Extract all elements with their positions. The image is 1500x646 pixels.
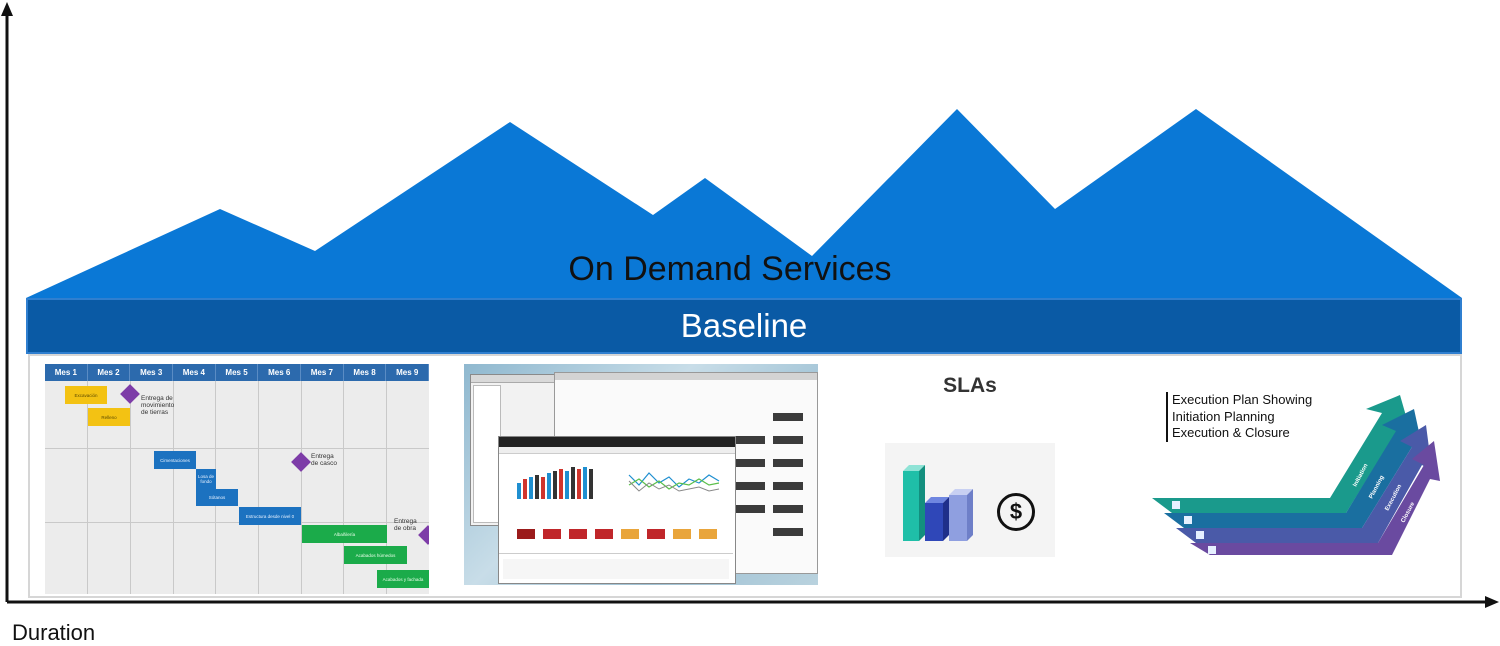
execution-phases-arrow-icon: Initiation Planning Execution Closure [1152,395,1440,555]
x-axis-label: Duration [12,620,96,645]
gantt-task-bar: Albañilería [302,525,387,543]
gantt-month: Mes 1 [45,364,88,381]
execution-plan-text: Execution Plan Showing Initiation Planni… [1166,392,1312,442]
phase-row-icon [1196,531,1204,539]
status-block [647,529,665,539]
status-tile [773,413,803,421]
status-block [517,529,535,539]
gantt-gridline [45,448,429,449]
status-tile [735,482,765,490]
navigation-tree [473,385,501,523]
status-tile [773,459,803,467]
gantt-gridline [130,381,131,594]
on-demand-mountains [26,109,1462,298]
gantt-header: Mes 1 Mes 2 Mes 3 Mes 4 Mes 5 Mes 6 Mes … [45,364,429,381]
baseline-bar: Baseline [26,298,1462,354]
dollar-icon: $ [997,493,1035,531]
gantt-month: Mes 2 [88,364,131,381]
status-tile [735,436,765,444]
gantt-gridline [173,381,174,594]
status-block [543,529,561,539]
gantt-gridline [301,381,302,594]
y-axis-arrowhead [1,2,13,16]
gantt-month: Mes 7 [301,364,344,381]
gantt-month: Mes 5 [216,364,259,381]
status-block [595,529,613,539]
slas-title: SLAs [943,374,997,397]
x-axis-arrowhead [1485,596,1499,608]
status-tile [773,528,803,536]
status-tile [735,459,765,467]
gantt-task-bar: Excavación [65,386,107,404]
gantt-task-bar: Sótanos [196,489,238,506]
analytics-charts [517,467,720,499]
status-block [569,529,587,539]
gantt-gridline [87,381,88,594]
status-tile [773,505,803,513]
bar-chart-icon [903,465,973,541]
gantt-month: Mes 9 [386,364,429,381]
gantt-task-bar: Losa de fondo [196,469,216,489]
gantt-milestone-label: Entrega de casco [311,453,338,467]
status-table [503,559,729,579]
execution-text-line: Execution Plan Showing [1172,392,1313,407]
gantt-task-bar: Relleno [88,408,130,426]
gantt-milestone-label: Entrega de movimiento de tierras [141,395,175,416]
execution-text-line: Initiation Planning [1172,408,1275,424]
milestone-diamond-icon [120,384,140,404]
gantt-milestone-label: Entrega de obra [394,518,417,532]
gantt-task-bar: Acabados y fachada [377,570,429,588]
phase-row-icon [1184,516,1192,524]
baseline-label: Baseline [680,307,808,344]
gantt-gridline [258,381,259,594]
gantt-thumbnail: Mes 1 Mes 2 Mes 3 Mes 4 Mes 5 Mes 6 Mes … [45,364,429,594]
on-demand-services-label: On Demand Services [568,250,892,288]
gantt-month: Mes 4 [173,364,216,381]
status-block [673,529,691,539]
gantt-gridline [343,381,344,594]
gantt-gridline [386,381,387,594]
execution-text-line: Execution & Closure [1172,425,1290,440]
gantt-task-bar: Estructura desde nivel 0 [239,507,301,525]
gantt-month: Mes 6 [258,364,302,381]
gantt-task-bar: Acabados húmedos [344,546,407,564]
gantt-task-bar: Cimentaciones [154,451,196,469]
status-block [621,529,639,539]
phase-row-icon [1208,546,1216,554]
status-tile [773,436,803,444]
milestone-diamond-icon [291,452,311,472]
gantt-month: Mes 8 [344,364,387,381]
status-tile [735,505,765,513]
analytics-window [498,436,736,584]
monitoring-dashboard-thumbnail [464,364,818,585]
slas-icon-box: $ [885,443,1055,557]
gantt-gridline [45,522,429,523]
table-divider [499,553,733,554]
gantt-month: Mes 3 [130,364,174,381]
status-block [699,529,717,539]
status-tile [773,482,803,490]
phase-row-icon [1172,501,1180,509]
